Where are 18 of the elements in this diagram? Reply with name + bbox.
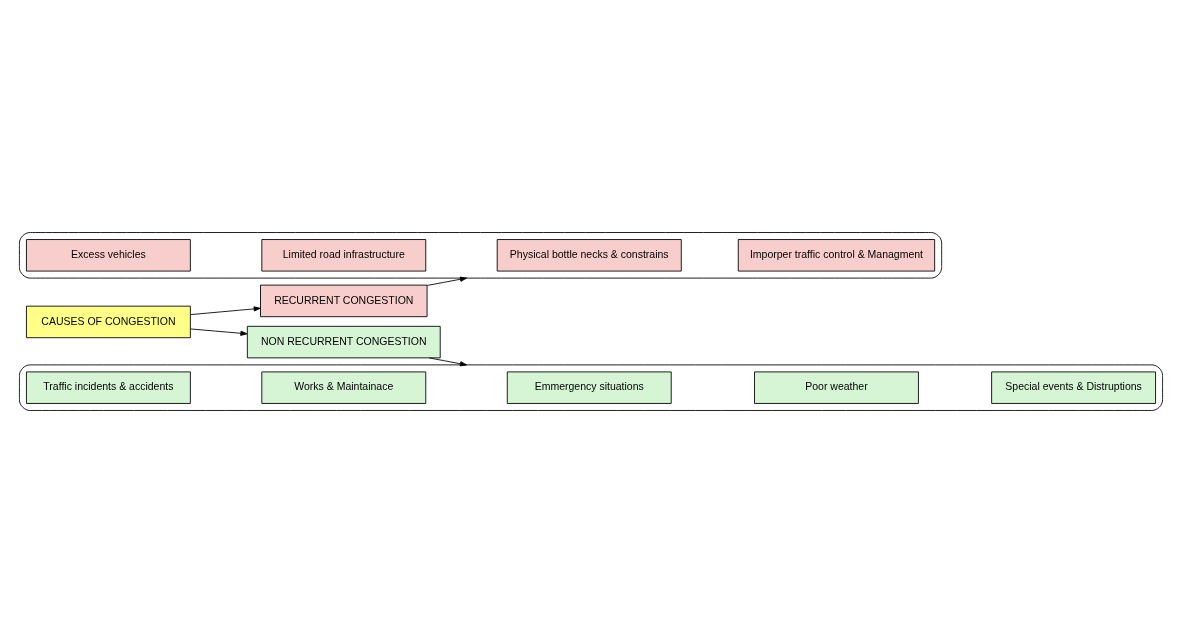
node-box: Excess vehicles	[26, 238, 191, 272]
cluster	[19, 363, 1163, 411]
node-box: Imporper traffic control & Managment	[737, 238, 936, 272]
node-box: RECURRENT CONGESTION	[260, 284, 428, 317]
node-box: Poor weather	[754, 370, 919, 404]
node-box: Limited road infrastructure	[261, 238, 427, 272]
node-box: Works & Maintainace	[261, 370, 427, 404]
cluster	[19, 231, 943, 279]
arrow	[190, 305, 261, 315]
node-box: CAUSES OF CONGESTION	[26, 305, 191, 338]
node-box: Emmergency situations	[506, 370, 672, 404]
node-box: Special events & Distruptions	[991, 370, 1156, 404]
arrow	[428, 357, 467, 366]
arrow	[426, 276, 467, 286]
node-box: Traffic incidents & accidents	[26, 370, 191, 404]
node-box: Physical bottle necks & constrains	[496, 238, 682, 272]
node-box: NON RECURRENT CONGESTION	[246, 325, 441, 358]
arrow	[190, 328, 248, 336]
